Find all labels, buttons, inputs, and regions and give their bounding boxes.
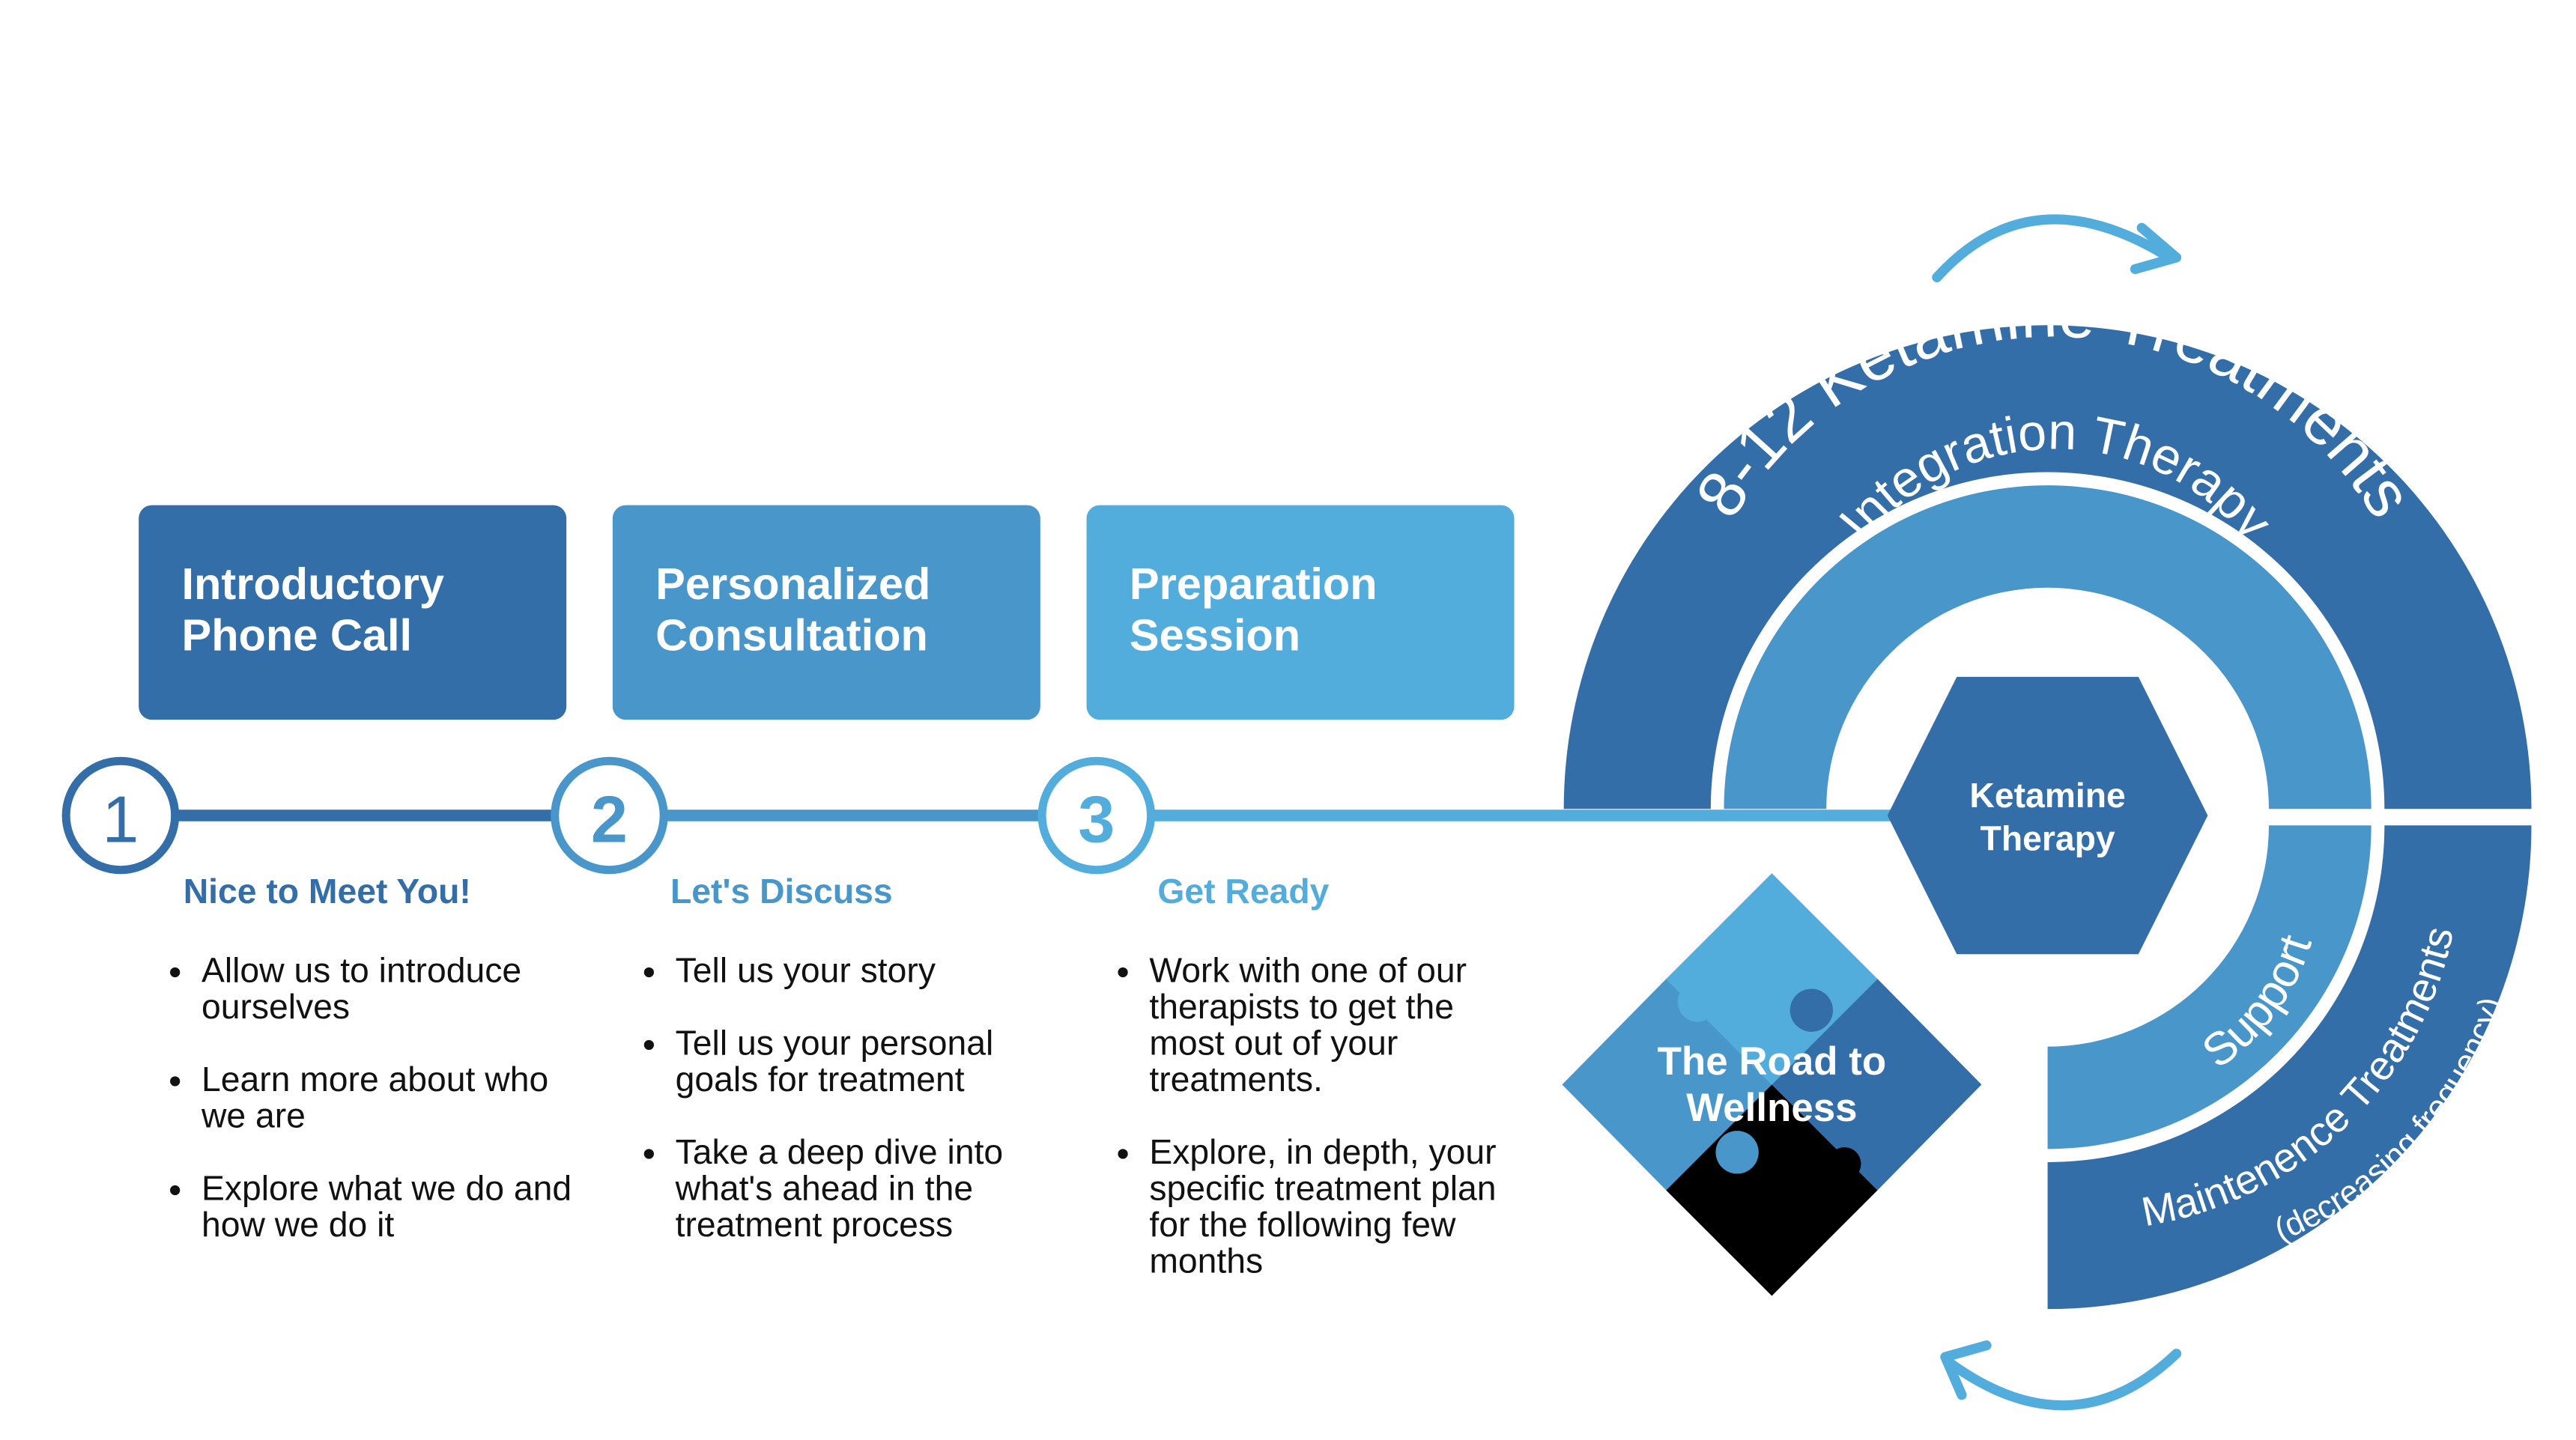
- puzzle-diamond: [1562, 873, 1982, 1296]
- puzzle-label-line2: Wellness: [1686, 1086, 1857, 1130]
- step-number-3: 3: [1078, 782, 1115, 856]
- step-subtitle-1: Nice to Meet You!: [183, 873, 471, 911]
- step-box-title-line1: Introductory: [181, 559, 445, 610]
- puzzle-piece-left: [1562, 979, 1772, 1191]
- puzzle-piece-right: [1772, 979, 1982, 1191]
- step-box-title-line2: Consultation: [655, 610, 928, 660]
- step-number-1: 1: [102, 782, 139, 856]
- step-box-introductory-phone-call: Introductory Phone Call: [139, 505, 567, 720]
- step-circle-3: [1037, 756, 1156, 875]
- center-label-line2: Therapy: [1981, 818, 2115, 857]
- outer-arch-ketamine-treatments: [1563, 325, 2532, 809]
- step-box-title-line1: Preparation: [1129, 559, 1378, 610]
- list-item: Work with one of our therapists to get t…: [1149, 953, 1521, 1099]
- center-label-line1: Ketamine: [1969, 776, 2125, 815]
- cycle-arrow-bottom-icon: [1940, 1340, 2182, 1411]
- step-box-title-line2: Phone Call: [181, 610, 413, 660]
- support-quarter: [2047, 825, 2372, 1149]
- list-item: Take a deep dive into what's ahead in th…: [676, 1135, 1047, 1245]
- list-item: Learn more about who we are: [201, 1063, 598, 1136]
- step-1-bullet-list: Allow us to introduce ourselves Learn mo…: [169, 953, 598, 1280]
- maintenance-quarter: [2047, 825, 2532, 1310]
- list-item: Explore what we do and how we do it: [201, 1171, 598, 1245]
- step-box-title-line2: Session: [1129, 610, 1301, 660]
- list-item: Explore, in depth, your specific treatme…: [1149, 1135, 1521, 1281]
- step-2-bullet-list: Tell us your story Tell us your personal…: [643, 953, 1047, 1280]
- list-item: Tell us your story: [676, 953, 1047, 990]
- puzzle-label-line1: The Road to: [1658, 1039, 1887, 1084]
- step-subtitle-3: Get Ready: [1157, 873, 1330, 911]
- inner-arch-integration-therapy: [1724, 485, 2372, 809]
- step-box-preparation-session: Preparation Session: [1086, 505, 1515, 720]
- step-circle-2: [551, 756, 668, 875]
- step-box-title-line1: Personalized: [655, 559, 931, 610]
- list-item: Allow us to introduce ourselves: [201, 953, 598, 1027]
- step-circle-1: [61, 756, 180, 875]
- cycle-arrow-top-icon: [1932, 214, 2182, 282]
- ketamine-therapy-hexagon: [1887, 676, 2208, 955]
- step-subtitle-2: Let's Discuss: [670, 873, 893, 911]
- step-number-2: 2: [591, 782, 628, 856]
- step-box-personalized-consultation: Personalized Consultation: [612, 505, 1040, 720]
- step-3-bullet-list: Work with one of our therapists to get t…: [1116, 953, 1521, 1317]
- list-item: Tell us your personal goals for treatmen…: [676, 1026, 1047, 1099]
